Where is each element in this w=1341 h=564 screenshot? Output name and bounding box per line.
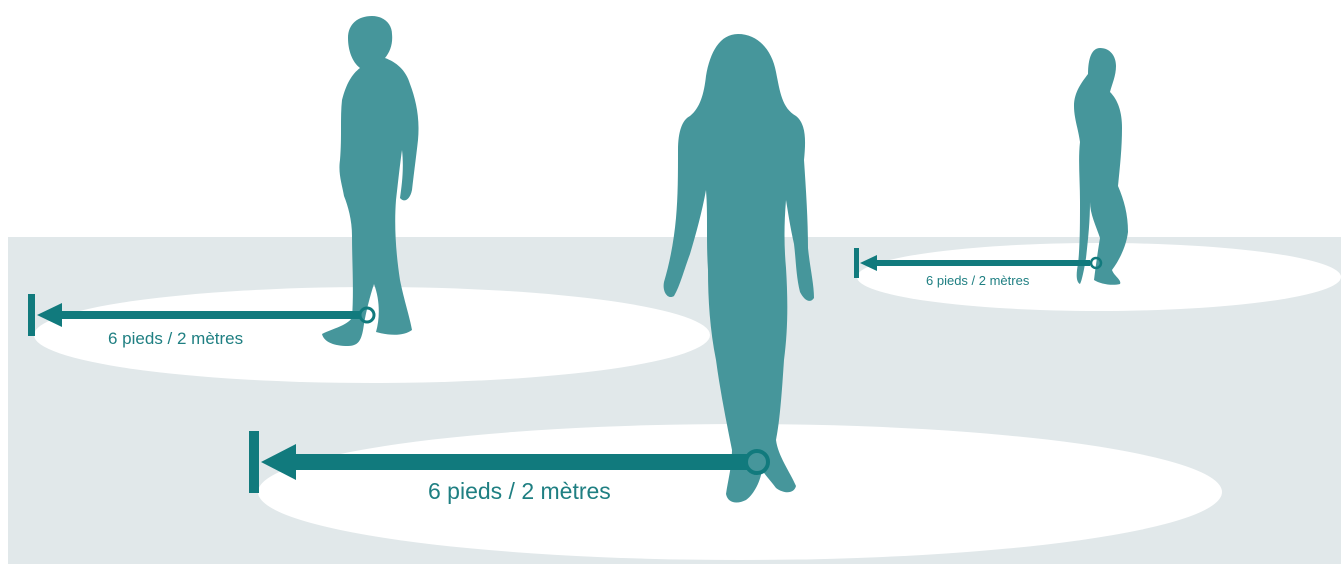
left-arrow-end-bar bbox=[28, 294, 35, 336]
right-person-silhouette bbox=[1074, 48, 1128, 285]
right-arrow-shaft bbox=[876, 260, 1090, 266]
center-arrow-end-bar bbox=[249, 431, 259, 493]
right-arrow-end-bar bbox=[854, 248, 859, 278]
center-distance-label: 6 pieds / 2 mètres bbox=[428, 478, 611, 505]
center-arrow-shaft bbox=[294, 454, 748, 470]
left-distance-label: 6 pieds / 2 mètres bbox=[108, 329, 243, 349]
left-arrow-shaft bbox=[60, 311, 360, 319]
right-distance-label: 6 pieds / 2 mètres bbox=[926, 273, 1029, 288]
